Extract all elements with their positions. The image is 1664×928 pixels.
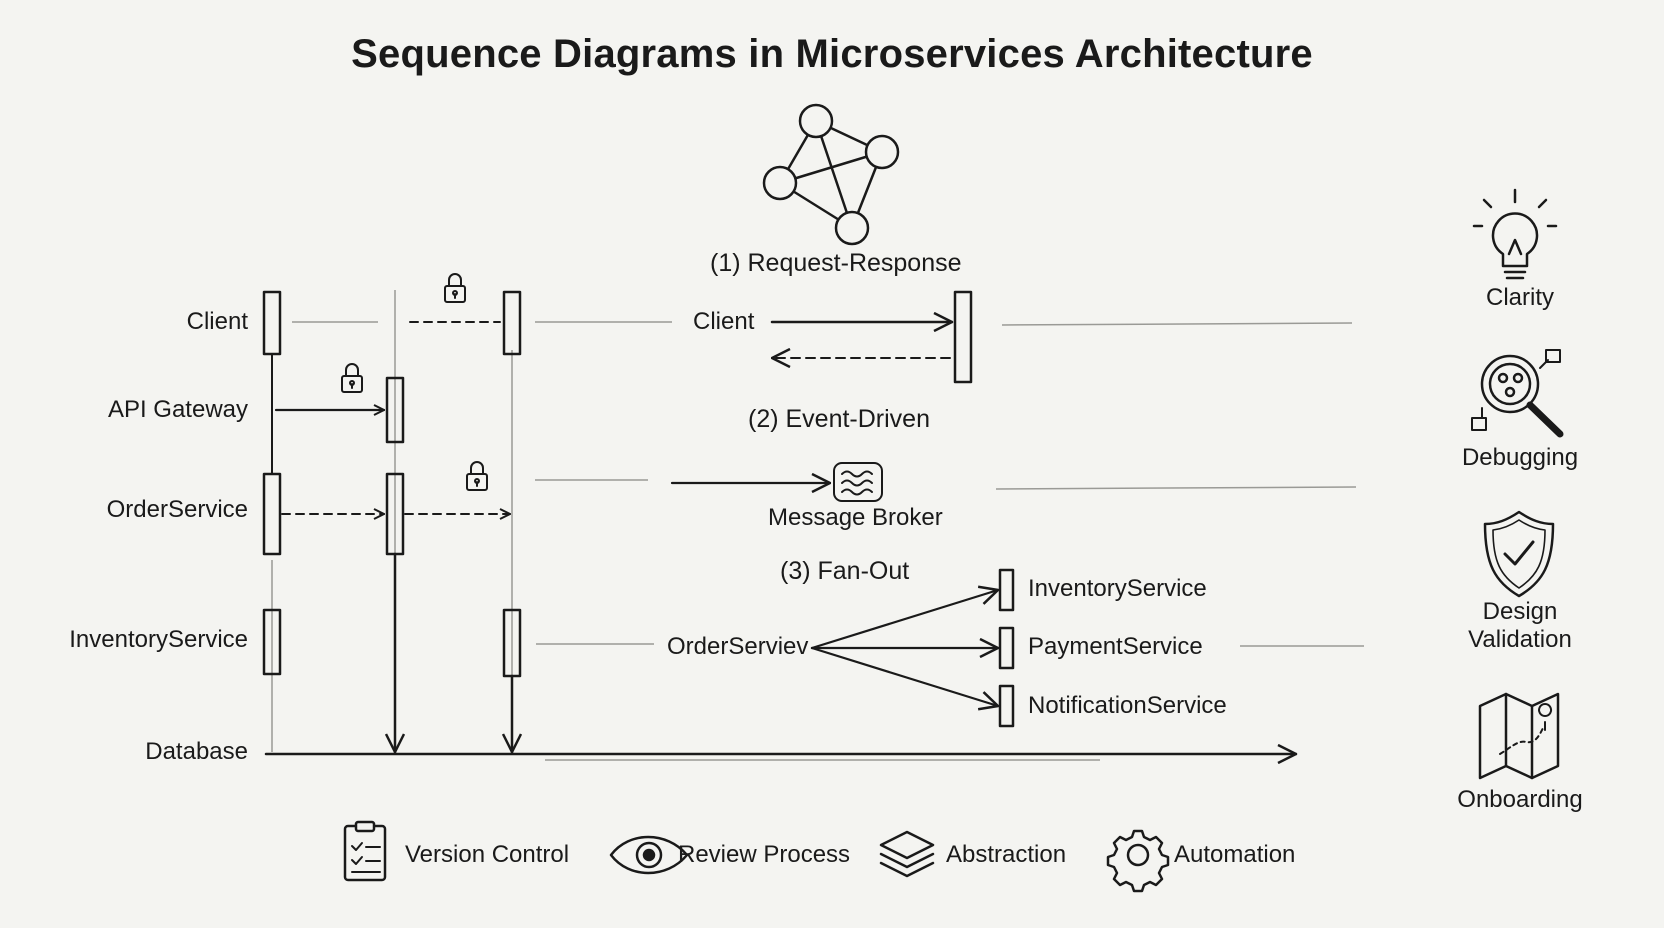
clipboard-checklist-icon <box>343 820 387 882</box>
activation-bar <box>262 290 282 356</box>
left-messages <box>264 321 1298 754</box>
heading-fan-out: (3) Fan-Out <box>780 557 910 585</box>
eye-icon <box>609 835 689 875</box>
practice-version-control: Version Control <box>405 841 570 868</box>
practice-abstraction: Abstraction <box>946 841 1067 868</box>
gear-icon <box>1106 829 1170 893</box>
fan-out-target-inventory: InventoryService <box>1028 575 1207 602</box>
page-title: Sequence Diagrams in Microservices Archi… <box>351 32 1313 76</box>
lifeline-label-api-gateway: API Gateway <box>107 396 248 423</box>
lock-icon <box>444 273 466 303</box>
request-response-actor: Client <box>693 308 755 335</box>
benefit-onboarding: Onboarding <box>1457 786 1583 813</box>
practice-automation: Automation <box>1174 841 1296 868</box>
lifeline-label-order-service: OrderService <box>106 496 248 523</box>
message-broker-icon <box>833 462 883 502</box>
faint-guides <box>271 290 1364 761</box>
magnifier-icon <box>1471 349 1564 438</box>
lifeline-label-client: Client <box>186 308 248 335</box>
benefit-debugging: Debugging <box>1461 444 1579 471</box>
network-graph-icon <box>762 103 900 246</box>
activation-bar <box>502 608 522 678</box>
lock-icon <box>466 461 488 491</box>
message-broker-label: Message Broker <box>768 504 943 531</box>
fan-out-target-notification: NotificationService <box>1028 692 1227 719</box>
heading-request-response: (1) Request-Response <box>710 249 962 277</box>
layers-icon <box>879 830 935 878</box>
activation-bar <box>998 626 1015 670</box>
activation-bar <box>502 290 522 356</box>
fan-out-flow <box>810 568 1015 728</box>
fan-out-target-payment: PaymentService <box>1028 633 1203 660</box>
lifelines <box>262 290 522 754</box>
practice-review-process: Review Process <box>678 841 851 868</box>
fan-out-source: OrderServiev <box>667 633 809 660</box>
activation-bar <box>385 376 405 444</box>
lifeline-label-inventory-service: InventoryService <box>69 626 248 653</box>
lock-icon <box>341 363 363 393</box>
map-icon <box>1478 692 1560 780</box>
activation-bar <box>262 472 282 556</box>
benefit-clarity: Clarity <box>1485 284 1554 311</box>
lightbulb-icon <box>1472 188 1558 280</box>
activation-bar <box>998 568 1015 612</box>
benefit-design-validation: Design Validation <box>1468 598 1572 653</box>
shield-check-icon <box>1483 510 1555 598</box>
event-driven-flow <box>670 462 883 502</box>
activation-bar <box>953 290 973 384</box>
heading-event-driven: (2) Event-Driven <box>748 405 930 433</box>
activation-bar <box>385 472 405 556</box>
activation-bar <box>998 684 1015 728</box>
activation-bar <box>262 608 282 676</box>
request-response-flow <box>770 290 973 384</box>
lifeline-label-database: Database <box>145 738 248 765</box>
